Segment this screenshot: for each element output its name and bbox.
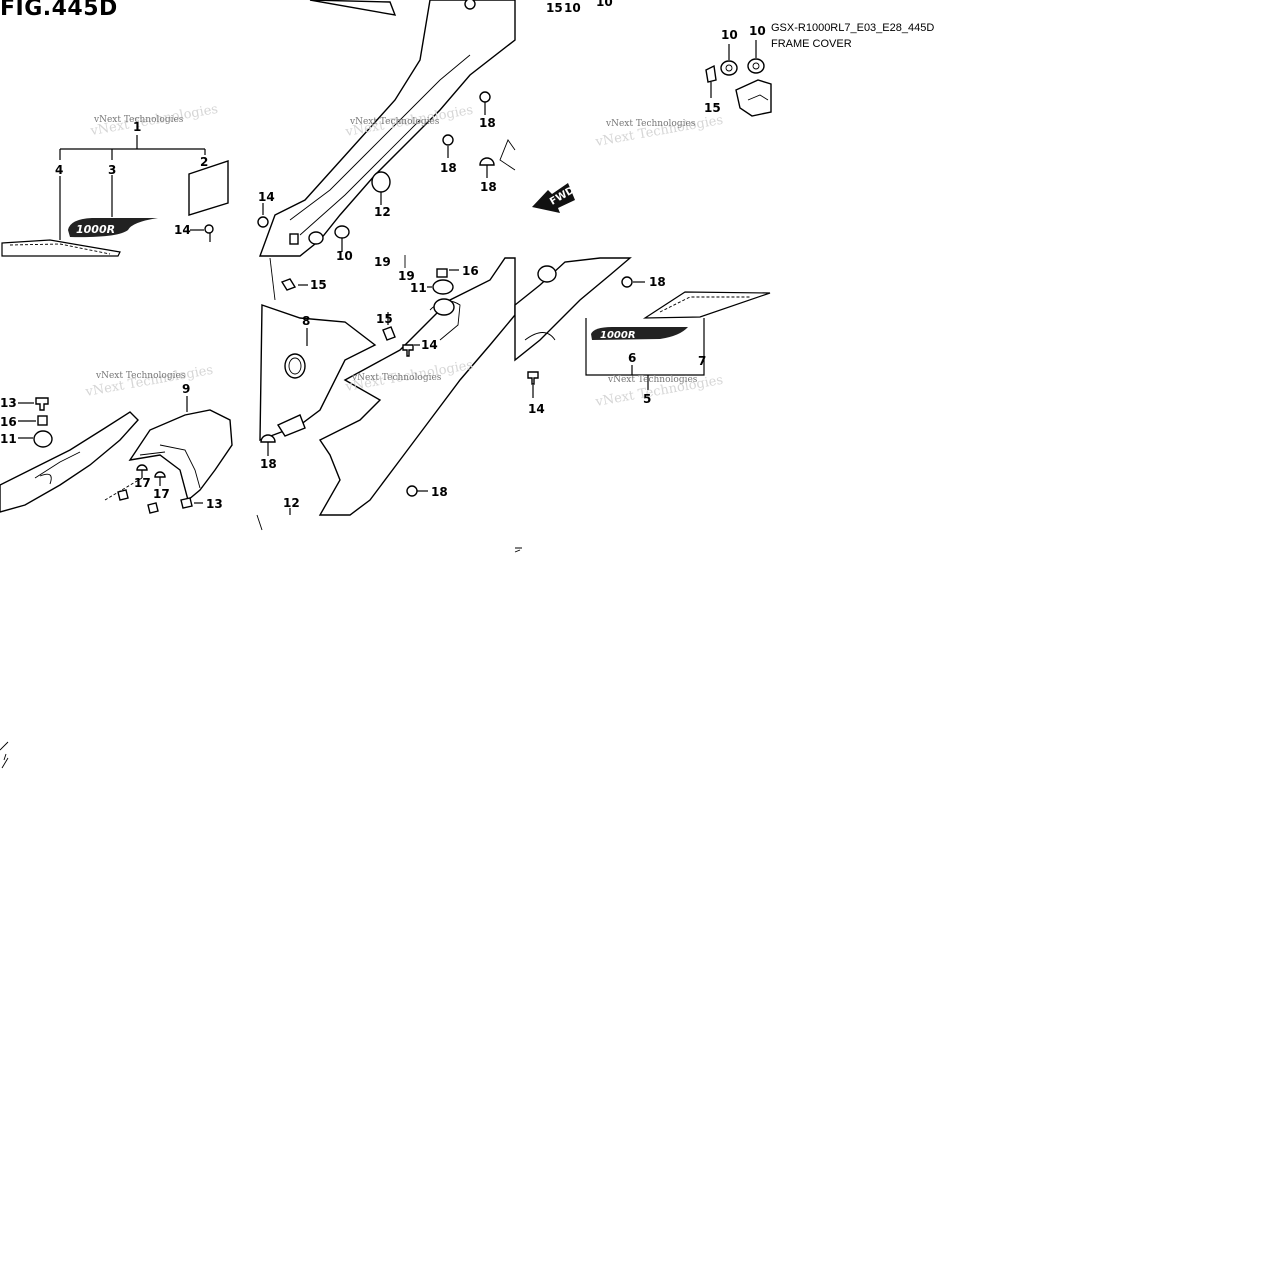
callout-14: 14 (421, 338, 438, 352)
figure-title: FIG.445D (0, 0, 118, 21)
callout-15: 15 (310, 278, 327, 292)
callout-15: 15 (546, 1, 563, 15)
tile-decals-top-left: 1000R (1, 0, 516, 257)
callout-14: 14 (174, 223, 191, 237)
callout-10: 10 (336, 249, 353, 263)
emblem-decal: 1000R (68, 218, 158, 238)
callout-4: 4 (55, 163, 63, 177)
callout-10: 10 (596, 0, 613, 9)
model-code: GSX-R1000RL7_E03_E28_445D (771, 22, 935, 34)
callout-10: 10 (749, 24, 766, 38)
callout-15: 15 (704, 101, 721, 115)
callout-18: 18 (260, 457, 277, 471)
callout-13: 13 (0, 396, 17, 410)
callout-labels: 4 3 2 1 14 14 12 18 18 18 10 15 10 10 10… (0, 0, 766, 511)
callout-10: 10 (721, 28, 738, 42)
callout-6: 6 (628, 351, 636, 365)
watermark-6: vNext Technologies (607, 375, 698, 385)
callout-12: 12 (283, 496, 300, 510)
callout-3: 3 (108, 163, 116, 177)
callout-7: 7 (698, 354, 706, 368)
callout-17: 17 (134, 476, 151, 490)
watermark-2: vNext Technologies (349, 117, 440, 127)
tile-rear-fender (259, 255, 516, 516)
callout-13: 13 (206, 497, 223, 511)
tile-seat-tail (0, 396, 233, 514)
callout-11: 11 (0, 432, 17, 446)
svg-text:vNext Technologies: vNext Technologies (84, 363, 215, 400)
callout-8: 8 (302, 314, 310, 328)
callout-1: 1 (133, 120, 141, 134)
callout-11: 11 (410, 281, 427, 295)
emblem-text-right: 1000R (600, 330, 636, 341)
decal-plate (188, 160, 229, 216)
callout-18: 18 (479, 116, 496, 130)
callout-15: 15 (376, 312, 393, 326)
emblem-decal-right: 1000R (591, 327, 688, 341)
section-name: FRAME COVER (771, 38, 852, 50)
callout-10: 10 (564, 1, 581, 15)
tile-right-side-decals: 1000R (514, 257, 771, 398)
emblem-text: 1000R (76, 223, 115, 236)
callout-18: 18 (431, 485, 448, 499)
watermark-1: vNext Technologies (93, 115, 184, 125)
callout-18: 18 (440, 161, 457, 175)
callout-14: 14 (258, 190, 275, 204)
callout-2: 2 (200, 155, 208, 169)
callout-5: 5 (643, 392, 651, 406)
callout-12: 12 (374, 205, 391, 219)
callout-18: 18 (480, 180, 497, 194)
callout-17: 17 (153, 487, 170, 501)
callout-19: 19 (374, 255, 391, 269)
callout-18: 18 (649, 275, 666, 289)
fwd-arrow-icon: FWD (532, 183, 576, 213)
callout-9: 9 (182, 382, 190, 396)
callout-16: 16 (462, 264, 479, 278)
callout-16: 16 (0, 415, 17, 429)
callout-14: 14 (528, 402, 545, 416)
callout-19: 19 (398, 269, 415, 283)
watermark-5: vNext Technologies (351, 373, 442, 383)
watermark-3: vNext Technologies (605, 119, 696, 129)
watermark-4: vNext Technologies (95, 371, 186, 381)
